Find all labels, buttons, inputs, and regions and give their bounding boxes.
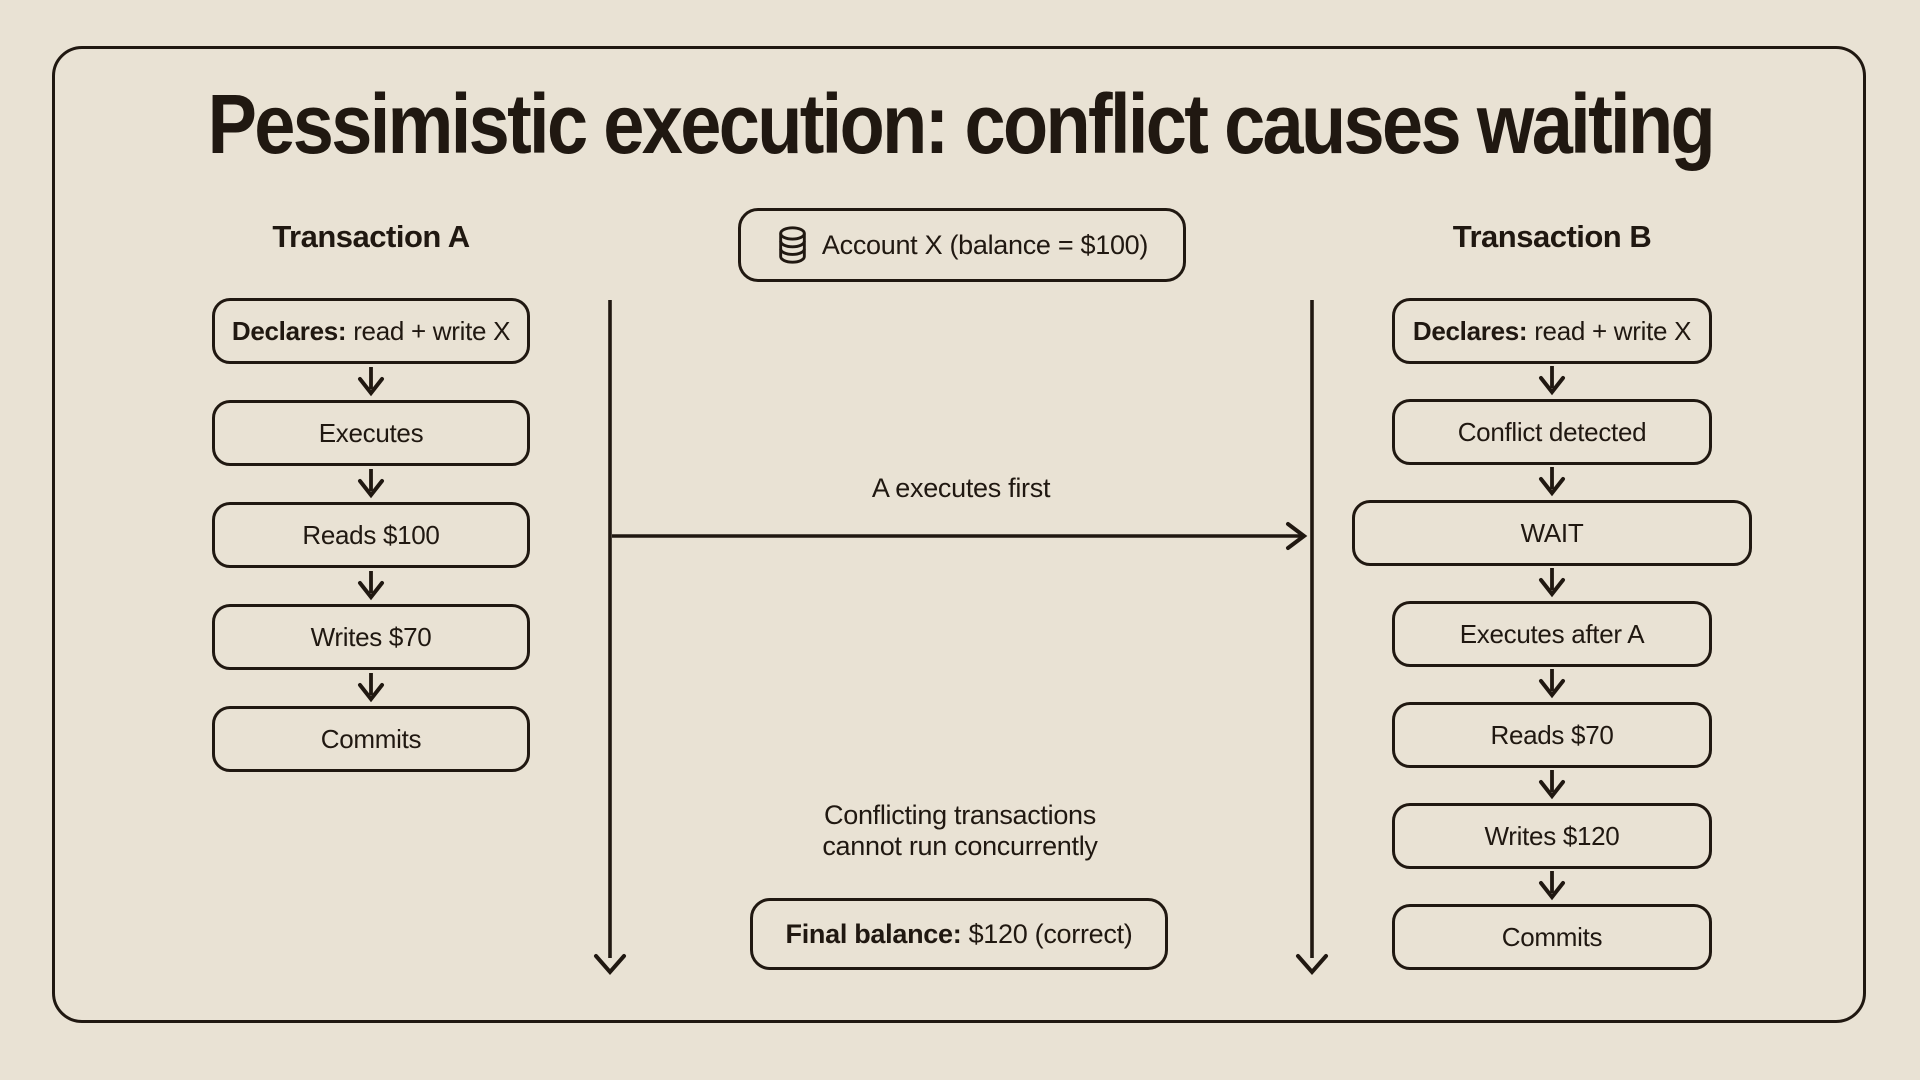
transaction-a-heading: Transaction A: [272, 219, 470, 254]
txb-executes-label: Executes after A: [1459, 618, 1645, 649]
txa-commits-label: Commits: [320, 723, 422, 754]
arrow-down-icon: [1539, 568, 1565, 598]
database-icon: [779, 226, 806, 264]
final-balance-text: Final balance: $120 (correct): [786, 919, 1133, 950]
final-balance-value: $120 (correct): [961, 918, 1133, 949]
txa-declares-prefix: Declares:: [231, 315, 347, 346]
txb-declares-rest: read + write X: [1527, 315, 1692, 346]
txa-writes-box: Writes $70: [212, 604, 530, 670]
txb-wait-label: WAIT: [1520, 517, 1584, 548]
a-executes-first-label: A executes first: [871, 473, 1051, 503]
concurrency-note-line2: cannot run concurrently: [822, 831, 1098, 862]
txb-reads-box: Reads $70: [1392, 702, 1712, 768]
txa-declares-box: Declares: read + write X: [212, 298, 530, 364]
arrow-down-icon: [358, 571, 384, 601]
concurrency-note-line1: Conflicting transactions: [824, 800, 1096, 830]
arrow-down-icon: [1539, 366, 1565, 396]
txb-wait-box: WAIT: [1352, 500, 1752, 566]
txb-conflict-label: Conflict detected: [1457, 416, 1647, 447]
txb-writes-box: Writes $120: [1392, 803, 1712, 869]
timeline-a-arrow-icon: [594, 300, 626, 976]
outer-frame: [52, 46, 1866, 1023]
txb-executes-box: Executes after A: [1392, 601, 1712, 667]
page-title: Pessimistic execution: conflict causes w…: [0, 76, 1920, 173]
timeline-b-arrow-icon: [1296, 300, 1328, 976]
arrow-down-icon: [1539, 770, 1565, 800]
txa-reads-label: Reads $100: [302, 519, 440, 550]
arrow-down-icon: [1539, 669, 1565, 699]
txa-writes-label: Writes $70: [310, 621, 432, 652]
txa-commits-box: Commits: [212, 706, 530, 772]
txa-executes-box: Executes: [212, 400, 530, 466]
txb-writes-label: Writes $120: [1484, 820, 1620, 851]
txb-commits-box: Commits: [1392, 904, 1712, 970]
txa-declares-label: Declares: read + write X: [231, 315, 511, 347]
arrow-down-icon: [358, 367, 384, 397]
arrow-down-icon: [1539, 871, 1565, 901]
txb-declares-box: Declares: read + write X: [1392, 298, 1712, 364]
txb-conflict-box: Conflict detected: [1392, 399, 1712, 465]
arrow-right-icon: [612, 522, 1308, 550]
txb-declares-label: Declares: read + write X: [1412, 315, 1692, 347]
account-box: Account X (balance = $100): [738, 208, 1186, 282]
txa-declares-rest: read + write X: [346, 315, 511, 346]
concurrency-note: Conflicting transactions cannot run conc…: [710, 800, 1210, 862]
final-balance-box: Final balance: $120 (correct): [750, 898, 1168, 970]
final-balance-prefix: Final balance:: [785, 918, 962, 949]
txb-declares-prefix: Declares:: [1412, 315, 1528, 346]
page-title-text: Pessimistic execution: conflict causes w…: [207, 77, 1715, 171]
txb-reads-label: Reads $70: [1490, 719, 1614, 750]
arrow-down-icon: [358, 469, 384, 499]
arrow-down-icon: [1539, 467, 1565, 497]
account-box-label: Account X (balance = $100): [821, 229, 1149, 260]
transaction-b-heading: Transaction B: [1452, 219, 1652, 254]
arrow-down-icon: [358, 673, 384, 703]
txa-reads-box: Reads $100: [212, 502, 530, 568]
txb-commits-label: Commits: [1501, 921, 1603, 952]
txa-executes-label: Executes: [318, 417, 424, 448]
